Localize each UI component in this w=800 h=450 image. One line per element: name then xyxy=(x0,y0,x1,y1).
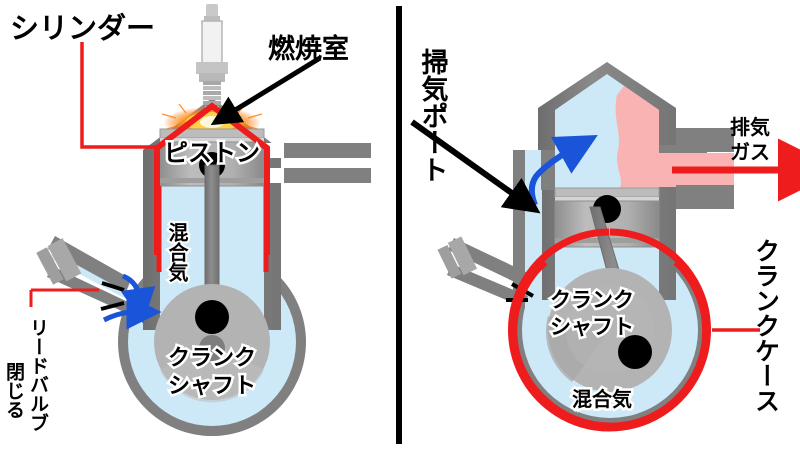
label-crankshaft-left-line1: クランク xyxy=(168,346,256,371)
left-panel-engine: シリンダー 燃焼室 ピストン 混合気 クランク シャフト リードバルブ 閉じる xyxy=(3,4,371,436)
crank-counterweight-left xyxy=(160,342,264,403)
piston-right xyxy=(554,187,660,248)
reed-valve-assembly-right xyxy=(437,236,534,307)
reed-petal-lower xyxy=(100,301,125,311)
leader-line-cylinder xyxy=(80,42,156,149)
reed-valve-assembly-left xyxy=(36,236,131,312)
label-combustion-chamber: 燃焼室 xyxy=(268,33,349,65)
crank-pin-right xyxy=(618,335,652,369)
exhaust-gas-region xyxy=(615,86,659,188)
leader-line-combustion-chamber xyxy=(210,55,322,126)
label-reed-valve: リードバルブ xyxy=(27,318,49,432)
intake-flow-arrows-left xyxy=(102,273,162,330)
crank-axle-left xyxy=(199,335,225,361)
label-piston: ピストン xyxy=(164,139,260,167)
label-exhaust-gas-line1: 排気 xyxy=(730,115,770,139)
exhaust-port-left xyxy=(264,143,371,183)
label-crankshaft-left-line2: シャフト xyxy=(168,374,256,399)
reed-petal-upper xyxy=(101,281,125,292)
right-panel-engine: 掃気ポート 排気 ガス クランク シャフト 混合気 クランクケース xyxy=(410,48,800,432)
label-scavenging-port: 掃気ポート xyxy=(417,48,449,183)
label-crankcase: クランクケース xyxy=(752,238,781,413)
crank-pin-left xyxy=(195,300,229,334)
label-mixture-right: 混合気 xyxy=(572,387,632,411)
label-reed-valve-state: 閉じる xyxy=(3,362,25,419)
label-exhaust-gas-line2: ガス xyxy=(730,140,770,164)
panel-divider xyxy=(396,6,402,444)
label-crankshaft-right-line2: シャフト xyxy=(550,315,634,339)
cylinder-highlight-sides-left xyxy=(156,186,269,272)
label-crankshaft-right-line1: クランク xyxy=(550,288,634,312)
label-mixture-left: 混合気 xyxy=(165,222,189,283)
crankcase-highlight-arc xyxy=(510,259,710,430)
leader-line-scavenging-port xyxy=(410,119,541,214)
leader-line-reed-valve xyxy=(29,288,99,307)
label-cylinder: シリンダー xyxy=(10,11,155,45)
